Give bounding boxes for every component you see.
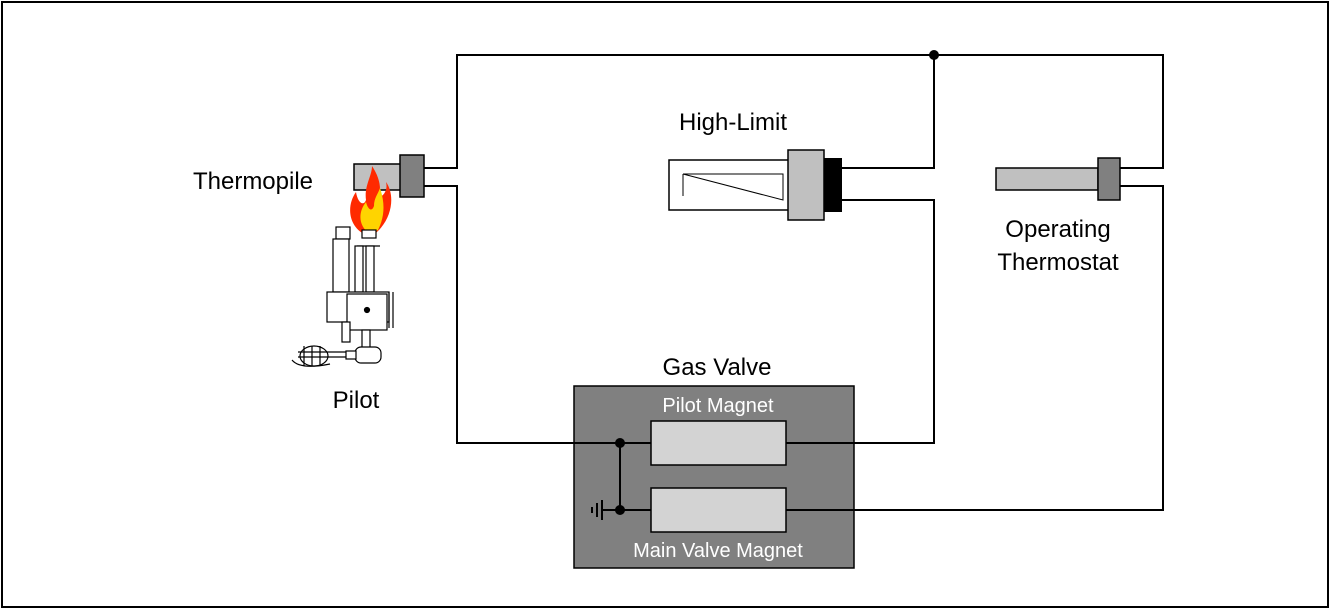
pilot-label: Pilot [333, 387, 380, 414]
junction-dot-main [615, 505, 625, 515]
thermopile-label: Thermopile [193, 168, 313, 195]
ground-icon [591, 500, 603, 520]
gas-valve-label: Gas Valve [663, 354, 772, 381]
wiring [424, 54, 1164, 511]
pilot-assembly-icon [291, 226, 394, 367]
pilot-magnet-coil [650, 420, 787, 466]
wire-thermostat-to-main [786, 185, 1164, 511]
wire-thermopile-to-valve [424, 185, 651, 444]
gas-valve: Pilot Magnet Main Valve Magnet [573, 385, 855, 569]
junction-dot-top [929, 50, 939, 60]
main-valve-magnet-coil [650, 487, 787, 533]
operating-label-line1: Operating [1005, 216, 1110, 243]
wire-high-limit-out [786, 199, 935, 444]
thermostat-bulb-icon [995, 157, 1121, 201]
junction-dot-pilot [615, 438, 625, 448]
flame-icon [350, 166, 392, 236]
main-valve-magnet-label: Main Valve Magnet [633, 540, 803, 562]
wire-high-limit-in [842, 55, 935, 169]
operating-label-line2: Thermostat [997, 249, 1119, 276]
pilot-magnet-label: Pilot Magnet [662, 395, 774, 417]
wire-top-rail [424, 54, 1164, 169]
high-limit-sensor-icon [668, 149, 842, 221]
high-limit-label: High-Limit [679, 109, 787, 136]
